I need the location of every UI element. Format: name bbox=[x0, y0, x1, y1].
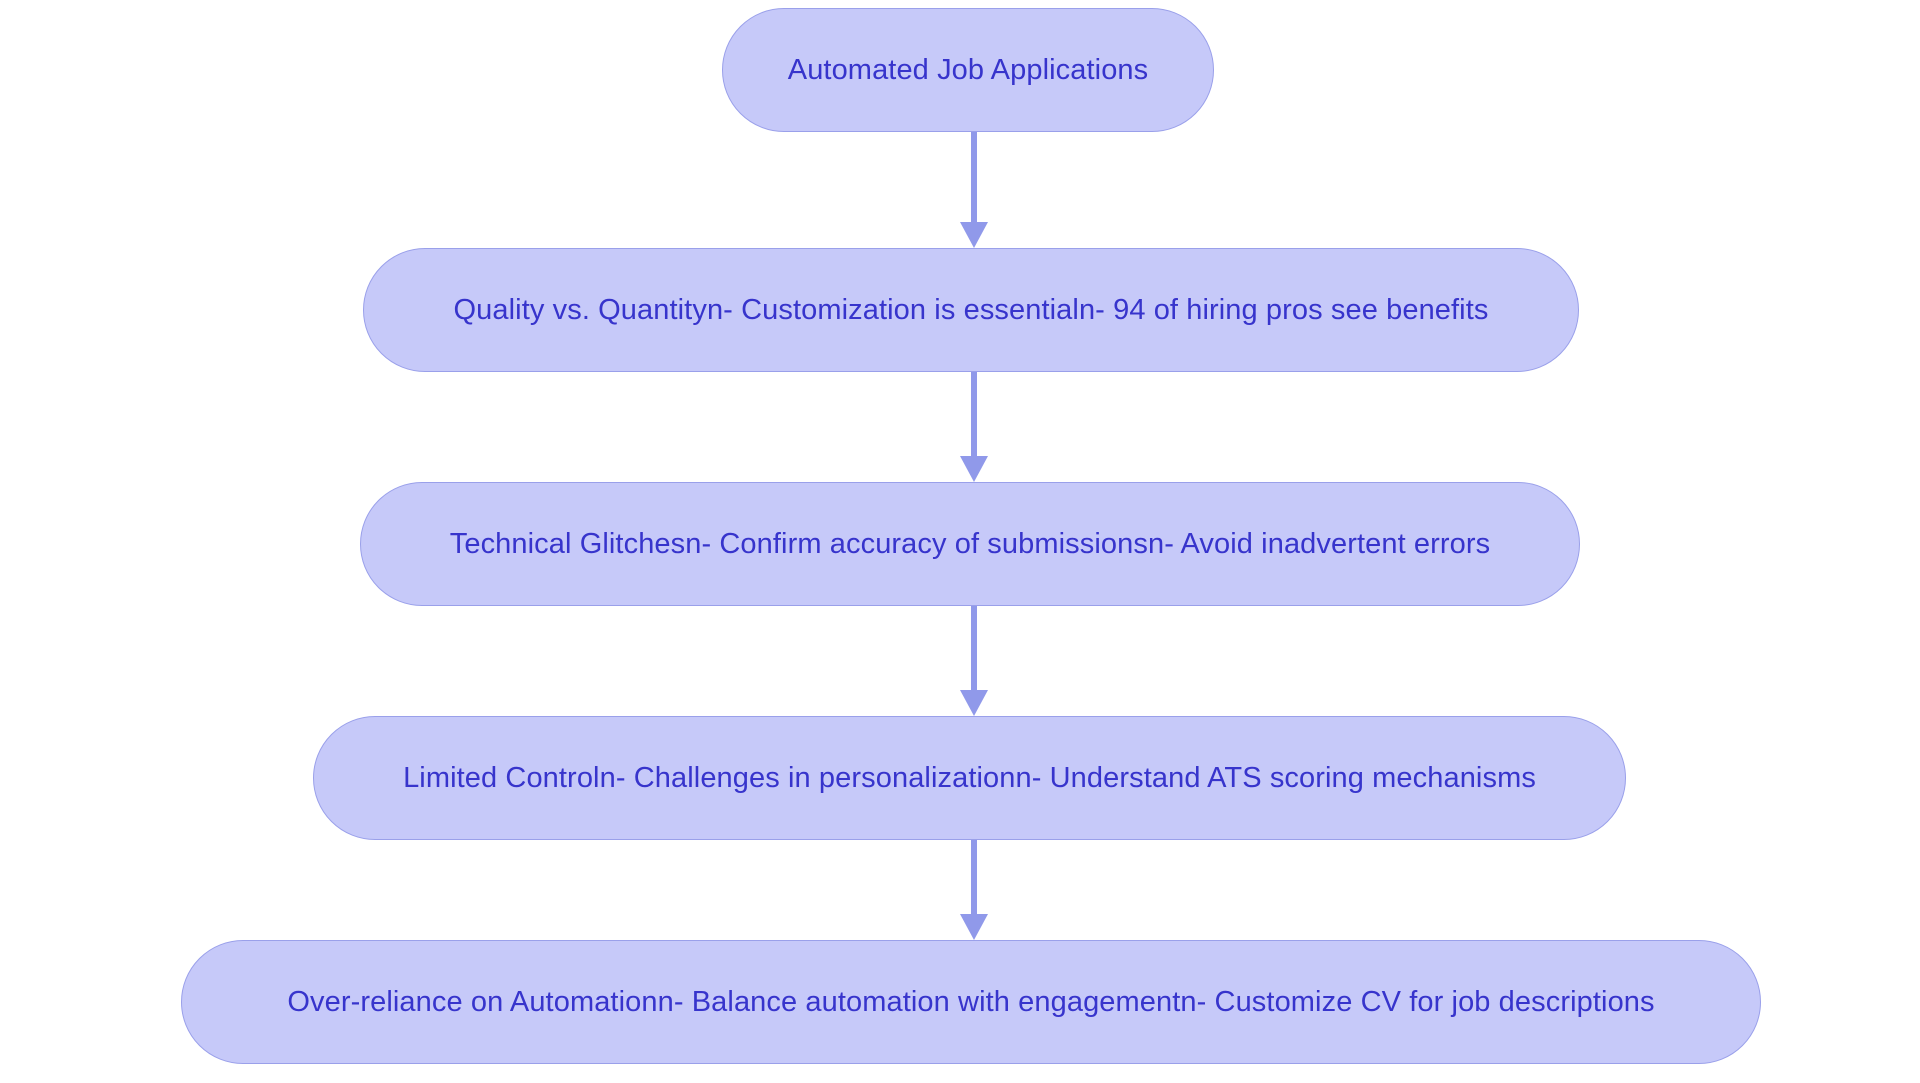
flow-node-automated-job-applications[interactable]: Automated Job Applications bbox=[722, 8, 1214, 132]
down-arrow-icon bbox=[960, 690, 988, 716]
edge-line bbox=[971, 132, 977, 224]
flow-node-technical-glitches[interactable]: Technical Glitchesn- Confirm accuracy of… bbox=[360, 482, 1580, 606]
flow-node-label: Technical Glitchesn- Confirm accuracy of… bbox=[449, 527, 1491, 560]
flow-node-quality-vs-quantity[interactable]: Quality vs. Quantityn- Customization is … bbox=[363, 248, 1579, 372]
flow-edge-n3-n4 bbox=[960, 840, 988, 940]
flow-edge-n2-n3 bbox=[960, 606, 988, 716]
down-arrow-icon bbox=[960, 914, 988, 940]
down-arrow-icon bbox=[960, 222, 988, 248]
flow-node-label: Over-reliance on Automationn- Balance au… bbox=[287, 985, 1655, 1018]
flow-node-label: Quality vs. Quantityn- Customization is … bbox=[453, 293, 1489, 326]
edge-line bbox=[971, 606, 977, 692]
flow-edge-n0-n1 bbox=[960, 132, 988, 248]
down-arrow-icon bbox=[960, 456, 988, 482]
flow-node-over-reliance-on-automation[interactable]: Over-reliance on Automationn- Balance au… bbox=[181, 940, 1761, 1064]
flow-node-label: Limited Controln- Challenges in personal… bbox=[403, 761, 1536, 794]
edge-line bbox=[971, 840, 977, 916]
edge-line bbox=[971, 372, 977, 458]
flow-node-label: Automated Job Applications bbox=[787, 53, 1149, 86]
flow-node-limited-control[interactable]: Limited Controln- Challenges in personal… bbox=[313, 716, 1626, 840]
flow-edge-n1-n2 bbox=[960, 372, 988, 482]
